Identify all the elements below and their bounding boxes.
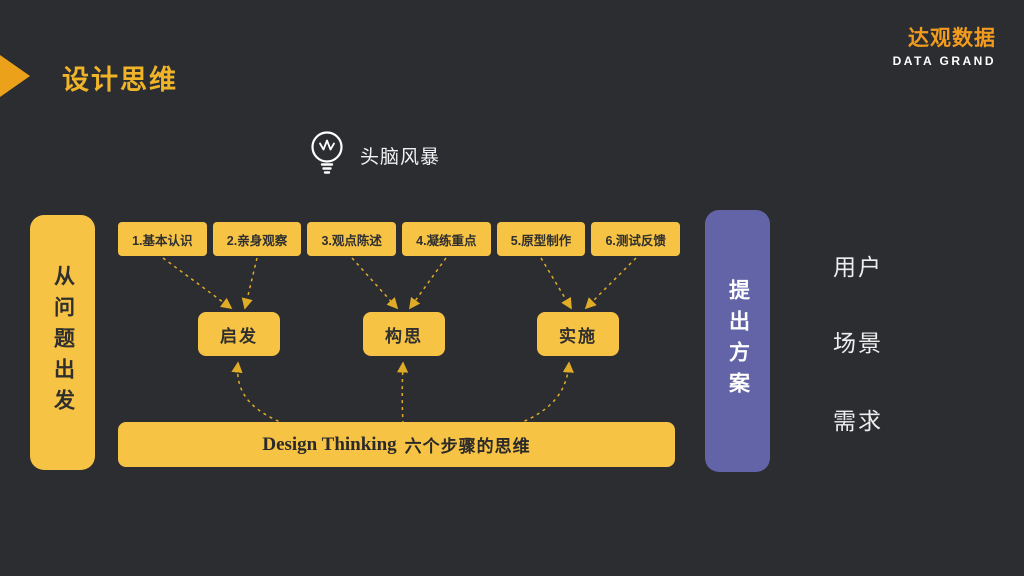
lightbulb-icon	[308, 130, 346, 181]
right-label-scene: 场景	[833, 330, 883, 356]
design-thinking-bar-en: Design Thinking	[262, 433, 397, 455]
brainstorm-group: 头脑风暴	[308, 130, 440, 181]
page-title: 设计思维	[62, 65, 178, 95]
right-label-demand: 需求	[833, 408, 883, 434]
step-box-2: 2.亲身观察	[212, 222, 302, 256]
title-arrow-icon	[0, 55, 30, 97]
logo: 达观数据 DATA GRAND	[893, 22, 996, 68]
right-pillar-propose-solution: 提出方案	[705, 210, 770, 472]
design-thinking-bar: Design Thinking 六个步骤的思维	[118, 422, 675, 467]
right-pillar-label: 提出方案	[726, 279, 750, 403]
logo-brand-text: 达观数据	[908, 27, 996, 50]
step-box-6: 6.测试反馈	[591, 222, 681, 256]
right-label-user: 用户	[833, 254, 883, 280]
steps-row: 1.基本认识 2.亲身观察 3.观点陈述 4.凝练重点 5.原型制作 6.测试反…	[118, 222, 681, 256]
step-box-3: 3.观点陈述	[307, 222, 397, 256]
phase-box-ideation: 构思	[363, 312, 445, 356]
left-pillar-label: 从问题出发	[51, 265, 75, 420]
step-box-1: 1.基本认识	[118, 222, 207, 256]
phase-box-implementation: 实施	[537, 312, 619, 356]
step-box-4: 4.凝练重点	[402, 222, 491, 256]
design-thinking-bar-zh: 六个步骤的思维	[404, 437, 531, 456]
left-pillar-from-problem: 从问题出发	[30, 215, 95, 470]
logo-subtitle: DATA GRAND	[892, 54, 996, 68]
brainstorm-label: 头脑风暴	[360, 147, 441, 168]
phase-box-inspiration: 启发	[198, 312, 280, 356]
step-box-5: 5.原型制作	[496, 222, 586, 256]
